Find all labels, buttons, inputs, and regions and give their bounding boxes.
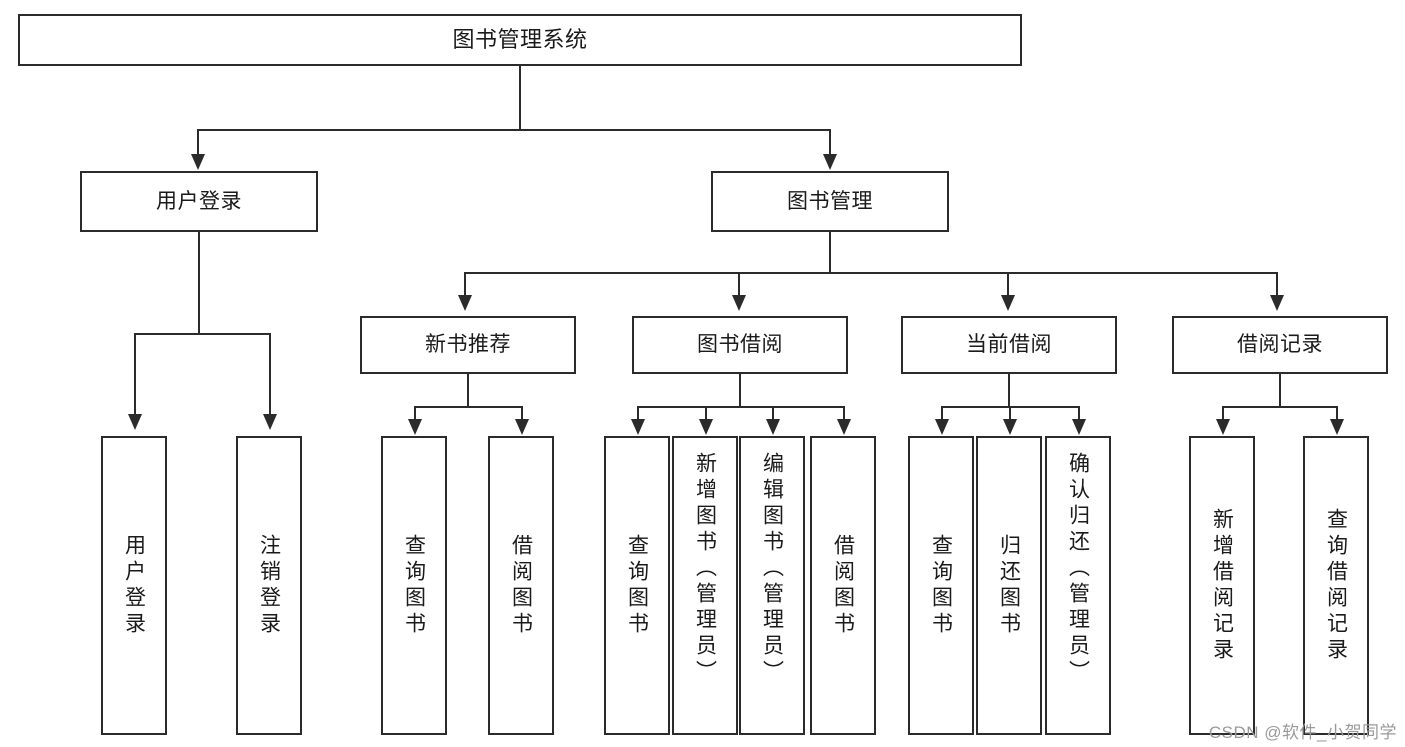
connector-bm-drop-4 [1276,272,1279,297]
node-label: 新增借阅记录 [1210,507,1234,664]
connector-bb-bar [637,406,845,409]
leaf-bb-add-book-admin[interactable]: 新增图书（管理员） [672,436,738,735]
leaf-bb-query-book[interactable]: 查询图书 [604,436,670,735]
node-label: 图书借阅 [697,333,783,357]
node-label: 图书管理 [787,189,873,213]
arrowhead-leaf-logout [263,414,277,430]
connector-bb-drop-2 [705,406,708,421]
arrowhead-user-login [191,154,205,170]
leaf-br-add-record[interactable]: 新增借阅记录 [1189,436,1255,735]
connector-root-stem [519,66,522,130]
connector-root-bar [197,129,831,132]
connector-book-manage-stem [829,232,832,274]
connector-root-to-book-manage [829,129,832,157]
node-label: 借阅记录 [1237,333,1323,357]
connector-bm-drop-2 [738,272,741,297]
connector-br-drop-2 [1336,406,1339,421]
connector-user-login-bar [134,333,271,336]
connector-user-login-stem [198,232,201,335]
arrowhead-borrow-record [1270,295,1284,311]
connector-cb-drop-1 [941,406,944,421]
connector-bb-drop-4 [843,406,846,421]
node-label: 用户登录 [156,189,242,213]
connector-nbr-drop-2 [521,406,524,421]
arrowhead-new-book-recommend [458,295,472,311]
node-user-login[interactable]: 用户登录 [80,171,318,232]
arrowhead-bb-leaf-1 [631,419,645,435]
connector-cb-drop-3 [1078,406,1081,421]
connector-user-login-drop-2 [269,333,272,417]
connector-bm-drop-3 [1007,272,1010,297]
node-label: 查询借阅记录 [1324,507,1348,664]
connector-bb-drop-1 [637,406,640,421]
node-label: 新书推荐 [425,333,511,357]
leaf-logout[interactable]: 注销登录 [236,436,302,735]
connector-root-to-user-login [197,129,200,157]
leaf-bb-edit-book-admin[interactable]: 编辑图书（管理员） [739,436,805,735]
leaf-nbr-query-book[interactable]: 查询图书 [381,436,447,735]
node-label: 新增图书（管理员） [693,452,717,686]
node-new-book-recommend[interactable]: 新书推荐 [360,316,576,374]
arrowhead-current-borrow [1001,295,1015,311]
arrowhead-leaf-user-login [128,414,142,430]
node-book-management[interactable]: 图书管理 [711,171,949,232]
connector-bb-drop-3 [772,406,775,421]
leaf-nbr-borrow-book[interactable]: 借阅图书 [488,436,554,735]
node-label: 用户登录 [122,533,146,638]
node-label: 编辑图书（管理员） [760,452,784,686]
leaf-br-query-record[interactable]: 查询借阅记录 [1303,436,1369,735]
node-label: 归还图书 [997,533,1021,638]
arrowhead-bb-leaf-4 [837,419,851,435]
connector-cb-stem [1008,374,1011,408]
node-label: 当前借阅 [966,333,1052,357]
connector-nbr-stem [467,374,470,408]
csdn-watermark: CSDN @软件_小贺同学 [1208,723,1397,742]
arrowhead-book-manage [823,154,837,170]
connector-nbr-drop-1 [414,406,417,421]
connector-br-drop-1 [1222,406,1225,421]
connector-cb-drop-2 [1009,406,1012,421]
connector-bb-stem [739,374,742,408]
arrowhead-cb-leaf-3 [1072,419,1086,435]
connector-br-stem [1279,374,1282,408]
leaf-user-login[interactable]: 用户登录 [101,436,167,735]
node-label: 图书管理系统 [452,26,588,52]
node-label: 确认归还（管理员） [1066,452,1090,686]
leaf-cb-query-book[interactable]: 查询图书 [908,436,974,735]
arrowhead-book-borrow [732,295,746,311]
connector-br-bar [1222,406,1338,409]
node-current-borrow[interactable]: 当前借阅 [901,316,1117,374]
connector-user-login-drop-1 [134,333,137,417]
arrowhead-br-leaf-2 [1330,419,1344,435]
arrowhead-bb-leaf-3 [766,419,780,435]
node-book-borrow[interactable]: 图书借阅 [632,316,848,374]
connector-bm-drop-1 [464,272,467,297]
arrowhead-cb-leaf-1 [935,419,949,435]
node-label: 查询图书 [402,533,426,638]
leaf-cb-confirm-return-admin[interactable]: 确认归还（管理员） [1045,436,1111,735]
arrowhead-br-leaf-1 [1216,419,1230,435]
arrowhead-cb-leaf-2 [1003,419,1017,435]
arrowhead-nbr-leaf-2 [515,419,529,435]
leaf-cb-return-book[interactable]: 归还图书 [976,436,1042,735]
node-label: 查询图书 [625,533,649,638]
node-label: 借阅图书 [509,533,533,638]
node-label: 查询图书 [929,533,953,638]
arrowhead-nbr-leaf-1 [408,419,422,435]
node-root-system[interactable]: 图书管理系统 [18,14,1022,66]
leaf-bb-borrow-book[interactable]: 借阅图书 [810,436,876,735]
node-borrow-record[interactable]: 借阅记录 [1172,316,1388,374]
node-label: 借阅图书 [831,533,855,638]
connector-nbr-bar [414,406,523,409]
node-label: 注销登录 [257,533,281,638]
connector-book-manage-bar [464,272,1278,275]
arrowhead-bb-leaf-2 [699,419,713,435]
